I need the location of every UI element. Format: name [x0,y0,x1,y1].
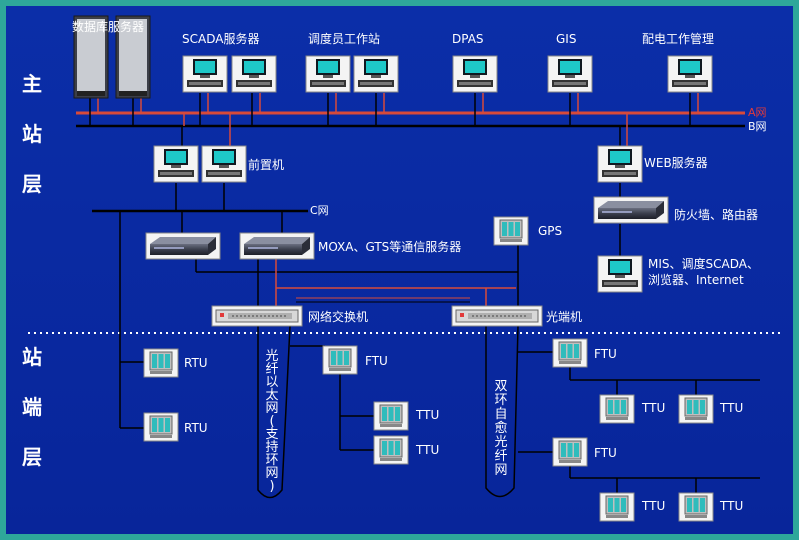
dpas-workstation [452,55,498,93]
ttu-label-4: TTU [719,401,743,415]
eth-ring-char: 太 [265,388,278,403]
c-network-label: C网 [310,204,329,217]
scada-server-label: SCADA服务器 [182,31,259,46]
heal-ring-char: 愈 [494,421,507,436]
eth-ring-char: ( [269,414,274,429]
eth-ring-char: ) [269,479,274,494]
ttu-label-1: TTU [415,408,439,422]
gis-label: GIS [556,32,576,46]
frontend-machine-label: 前置机 [248,157,284,172]
heal-ring-char: 网 [494,463,507,478]
ftu-label-1: FTU [365,354,388,368]
network-switch [211,305,303,327]
self-heal-ring-loop [485,325,519,498]
gis-workstation [547,55,593,93]
eth-ring-char: 持 [265,440,278,455]
ttu-label-5: TTU [641,499,665,513]
master-layer-char-2: 站 [22,122,42,146]
database-server-label: 数据库服务器 [72,19,144,34]
optical-terminal [451,305,543,327]
master-layer-char-1: 主 [22,72,42,96]
station-layer-char-3: 层 [22,445,42,469]
communication-server-label: MOXA、GTS等通信服务器 [318,239,461,254]
heal-ring-char: 环 [494,393,507,408]
master-layer-char-3: 层 [22,172,42,196]
eth-ring-char: 支 [265,427,278,442]
station-layer-char-2: 端 [22,395,42,419]
eth-ring-char: 网 [265,401,278,416]
mis-label-line-1: MIS、调度SCADA、 [648,256,759,271]
optical-terminal-label: 光端机 [546,310,582,324]
ftu-label-3: FTU [594,446,617,460]
mis-workstation [597,255,643,293]
ttu-unit-5 [599,492,635,522]
ttu-label-3: TTU [641,401,665,415]
ttu-label-2: TTU [415,443,439,457]
firewall-router-label: 防火墙、路由器 [674,207,758,222]
rtu-label-1: RTU [184,356,208,370]
ftu-unit-3 [552,437,588,467]
frontend-machine-2 [201,145,247,183]
communication-router-1 [145,232,221,260]
frontend-machine-1 [153,145,199,183]
network-switch-label: 网络交换机 [308,309,368,324]
heal-ring-char: 纤 [494,449,507,464]
heal-ring-char: 光 [494,435,507,450]
eth-ring-char: 以 [265,375,278,390]
ethernet-ring-loop [257,325,291,499]
eth-ring-char: 纤 [265,362,278,377]
firewall-router [593,196,669,224]
gps-unit [493,216,529,246]
ftu-unit-2 [552,338,588,368]
ftu-label-2: FTU [594,347,617,361]
web-server [597,145,643,183]
distribution-management-label: 配电工作管理 [642,31,714,46]
eth-ring-char: 光 [265,349,278,364]
station-layer-char-1: 站 [22,345,42,369]
ttu-unit-2 [373,435,409,465]
eth-ring-char: 网 [265,466,278,481]
ttu-unit-1 [373,401,409,431]
gps-label: GPS [538,224,562,238]
rtu-label-2: RTU [184,421,208,435]
dispatcher-workstation-label: 调度员工作站 [308,31,380,46]
a-network-label: A网 [748,106,767,119]
top-drops [89,93,691,126]
eth-ring-char: 环 [265,453,278,468]
top-drops-red [97,93,699,113]
ftu-unit-1 [322,345,358,375]
ttu-unit-4 [678,394,714,424]
ttu-label-6: TTU [719,499,743,513]
heal-ring-char: 双 [494,379,507,394]
heal-ring-char: 自 [494,407,507,422]
dispatcher-workstation-2 [353,55,399,93]
dpas-label: DPAS [452,32,484,46]
scada-server-1 [182,55,228,93]
b-network-label: B网 [748,120,767,133]
dispatcher-workstation-1 [305,55,351,93]
ttu-unit-3 [599,394,635,424]
ttu-unit-6 [678,492,714,522]
web-server-label: WEB服务器 [644,155,708,170]
rtu-unit-2 [143,412,179,442]
rtu-unit-1 [143,348,179,378]
mis-label-line-2: 浏览器、Internet [648,272,744,287]
distribution-management-workstation [667,55,713,93]
scada-server-2 [231,55,277,93]
communication-router-2 [239,232,315,260]
